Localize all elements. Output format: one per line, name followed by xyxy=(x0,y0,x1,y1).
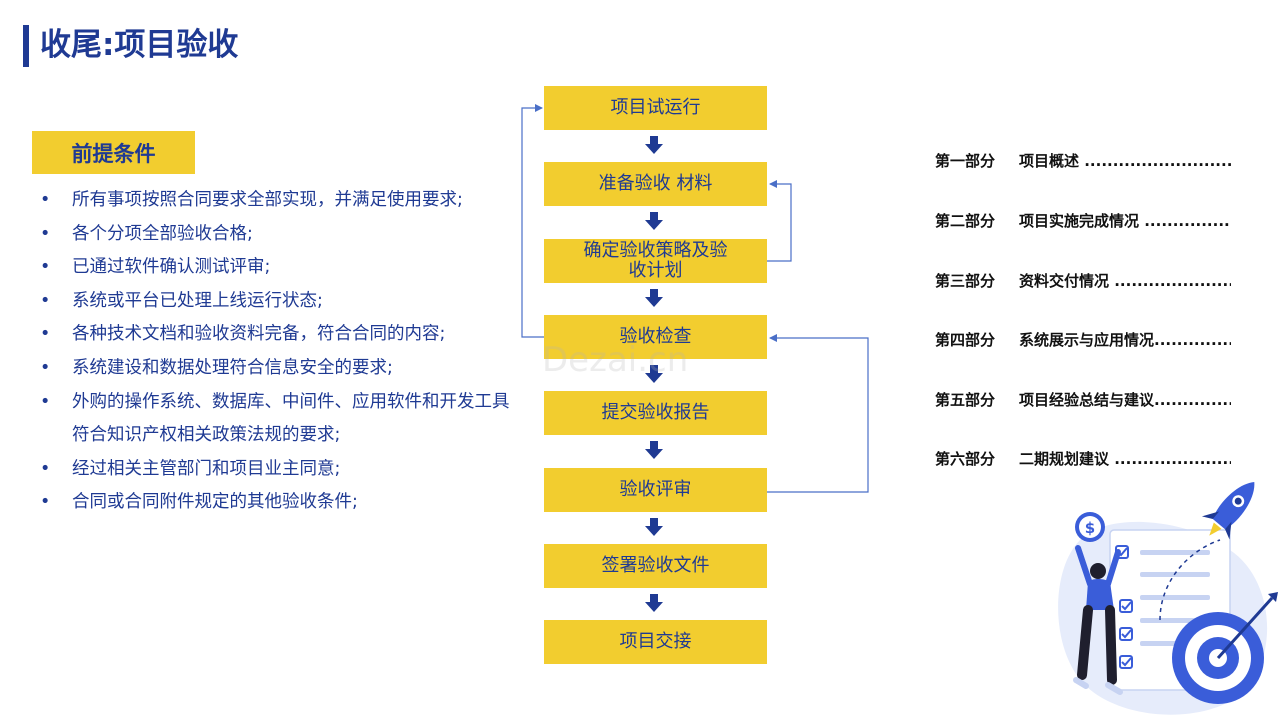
loop-back-connector-right-large xyxy=(767,334,869,493)
down-arrow-icon xyxy=(645,136,663,154)
flow-step-prepare-materials: 准备验收 材料 xyxy=(544,162,767,206)
page-title: 收尾:项目验收 xyxy=(40,27,239,63)
part-item: 第五部分项目经验总结与建议...........................… xyxy=(935,391,1231,409)
flow-step-submit-report: 提交验收报告 xyxy=(544,391,767,435)
down-arrow-icon xyxy=(645,212,663,230)
down-arrow-icon xyxy=(645,441,663,459)
flow-step-sign-documents: 签署验收文件 xyxy=(544,544,767,588)
down-arrow-icon xyxy=(645,594,663,612)
part-item: 第四部分系统展示与应用情况...........................… xyxy=(935,331,1231,349)
condition-item: •外购的操作系统、数据库、中间件、应用软件和开发工具符合知识产权相关政策法规的要… xyxy=(40,386,510,453)
bullet: • xyxy=(40,190,51,210)
bullet: • xyxy=(40,492,51,513)
target-icon xyxy=(1172,592,1278,704)
flow-step-handover: 项目交接 xyxy=(544,620,767,664)
loop-back-connector-left xyxy=(521,104,544,338)
flow-step-inspection: 验收检查 xyxy=(544,315,767,359)
bullet: • xyxy=(40,324,51,345)
success-illustration: $ xyxy=(1058,482,1278,715)
bullet: • xyxy=(40,223,51,244)
flow-step-strategy-plan: 确定验收策略及验收计划 xyxy=(544,239,767,283)
bullet: • xyxy=(40,357,51,378)
down-arrow-icon xyxy=(645,518,663,536)
flow-step-review: 验收评审 xyxy=(544,468,767,512)
bullet: • xyxy=(40,391,51,412)
condition-item: •所有事项按照合同要求全部实现，并满足使用要求; xyxy=(40,184,510,218)
loop-back-connector-right-small xyxy=(767,180,792,262)
bullet: • xyxy=(40,257,51,278)
dollar-coin-icon: $ xyxy=(1075,512,1105,542)
bullet: • xyxy=(40,290,51,311)
flow-step-trial-run: 项目试运行 xyxy=(544,86,767,130)
bullet: • xyxy=(40,458,51,479)
condition-list: •所有事项按照合同要求全部实现，并满足使用要求; •各个分项全部验收合格; •已… xyxy=(40,184,510,520)
condition-item: •合同或合同附件规定的其他验收条件; xyxy=(40,486,510,520)
watermark: Dezai.cn xyxy=(542,340,689,380)
checkbox-icon xyxy=(1115,545,1133,669)
svg-text:$: $ xyxy=(1085,519,1095,537)
condition-item: •经过相关主管部门和项目业主同意; xyxy=(40,453,510,487)
down-arrow-icon xyxy=(645,365,663,383)
condition-item: •系统或平台已处理上线运行状态; xyxy=(40,285,510,319)
condition-item: •各种技术文档和验收资料完备，符合合同的内容; xyxy=(40,318,510,352)
rocket-trajectory xyxy=(1159,539,1221,621)
title-accent-bar xyxy=(23,25,29,67)
condition-item: •已通过软件确认测试评审; xyxy=(40,251,510,285)
precondition-label: 前提条件 xyxy=(32,131,195,174)
condition-item: •系统建设和数据处理符合信息安全的要求; xyxy=(40,352,510,386)
down-arrow-icon xyxy=(645,289,663,307)
condition-item: •各个分项全部验收合格; xyxy=(40,218,510,252)
rocket-icon xyxy=(1201,482,1255,540)
person-figure xyxy=(1073,545,1123,695)
